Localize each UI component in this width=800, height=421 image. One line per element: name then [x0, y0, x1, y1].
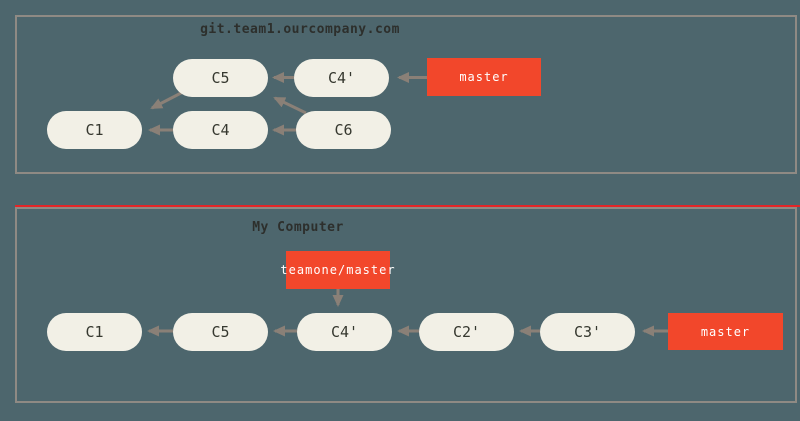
server-panel: [15, 15, 797, 174]
commit-node-local-c4-prime: C4': [297, 313, 392, 351]
commit-node-local-c5: C5: [173, 313, 268, 351]
commit-node-local-c1: C1: [47, 313, 142, 351]
branch-label-server-master: master: [427, 58, 541, 96]
arrow-server-c5-to-c1: [150, 90, 184, 110]
local-title: My Computer: [252, 220, 344, 235]
branch-label-local-master: master: [668, 313, 783, 350]
commit-node-server-c4-prime: C4': [294, 59, 389, 97]
server-title: git.team1.ourcompany.com: [200, 22, 400, 37]
commit-node-local-c3-prime: C3': [540, 313, 635, 351]
arrow-server-c6-to-c5: [273, 96, 307, 115]
commit-node-server-c5: C5: [173, 59, 268, 97]
commit-node-server-c4: C4: [173, 111, 268, 149]
commit-node-server-c1: C1: [47, 111, 142, 149]
commit-node-local-c2-prime: C2': [419, 313, 514, 351]
local-panel: [15, 207, 797, 403]
branch-label-teamone-master: teamone/master: [280, 251, 395, 289]
accent-line: [15, 205, 800, 207]
commit-node-server-c6: C6: [296, 111, 391, 149]
